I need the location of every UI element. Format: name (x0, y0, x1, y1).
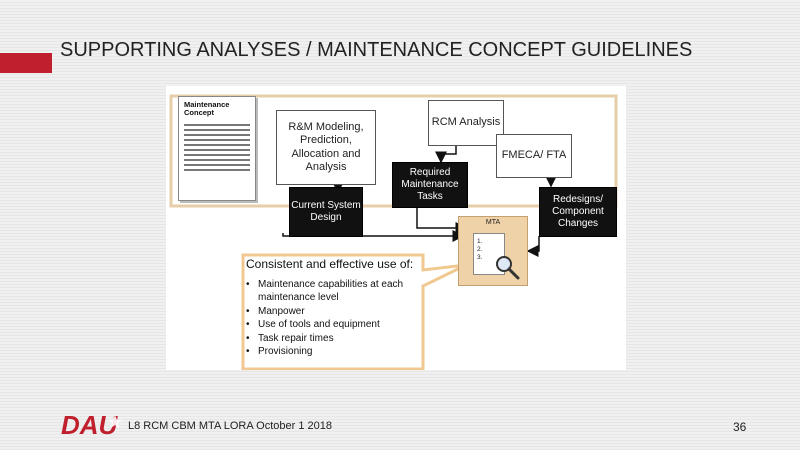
arrow-redesign-to-mta (526, 236, 540, 257)
mta-item: 3. (477, 254, 483, 262)
magnifier-icon (496, 256, 520, 280)
dau-logo: DAU (61, 409, 129, 440)
arrow-current-to-mta (282, 230, 465, 242)
mta-box: MTA 1. 2. 3. (458, 216, 528, 286)
list-item: Use of tools and equipment (246, 318, 446, 332)
redesigns-box: Redesigns/ Component Changes (539, 187, 617, 237)
page-number: 36 (733, 420, 747, 434)
footer-text: L8 RCM CBM MTA LORA October 1 2018 (128, 420, 332, 432)
required-maintenance-tasks-box: Required Maintenance Tasks (392, 162, 468, 208)
consistent-use-list: Maintenance capabilities at each mainten… (246, 278, 446, 359)
arrow-rcm-to-tasks (435, 146, 457, 164)
list-item: Manpower (246, 305, 446, 319)
slide-title: SUPPORTING ANALYSES / MAINTENANCE CONCEP… (60, 39, 693, 61)
consistent-use-title: Consistent and effective use of: (246, 257, 414, 271)
doc-title: Maintenance Concept (184, 100, 230, 117)
rm-modeling-box: R&M Modeling, Prediction, Allocation and… (276, 110, 376, 185)
current-system-design-box: Current System Design (289, 187, 363, 237)
accent-bar (0, 53, 52, 73)
logo-text: DAU (61, 410, 119, 439)
list-item: Provisioning (246, 345, 446, 359)
doc-lines (184, 123, 250, 171)
mta-item: 1. (477, 238, 483, 245)
list-item: Maintenance capabilities at each mainten… (246, 278, 446, 305)
mta-item: 2. (477, 246, 483, 254)
diagram-figure: Maintenance Concept R&M Modeling, Predic… (166, 86, 626, 370)
arrow-tasks-to-mta (416, 208, 468, 234)
maintenance-concept-doc: Maintenance Concept (178, 96, 256, 201)
fmeca-fta-box: FMECA/ FTA (496, 134, 572, 178)
mta-label: MTA (485, 219, 501, 226)
list-item: Task repair times (246, 332, 446, 346)
rcm-analysis-box: RCM Analysis (428, 100, 504, 146)
